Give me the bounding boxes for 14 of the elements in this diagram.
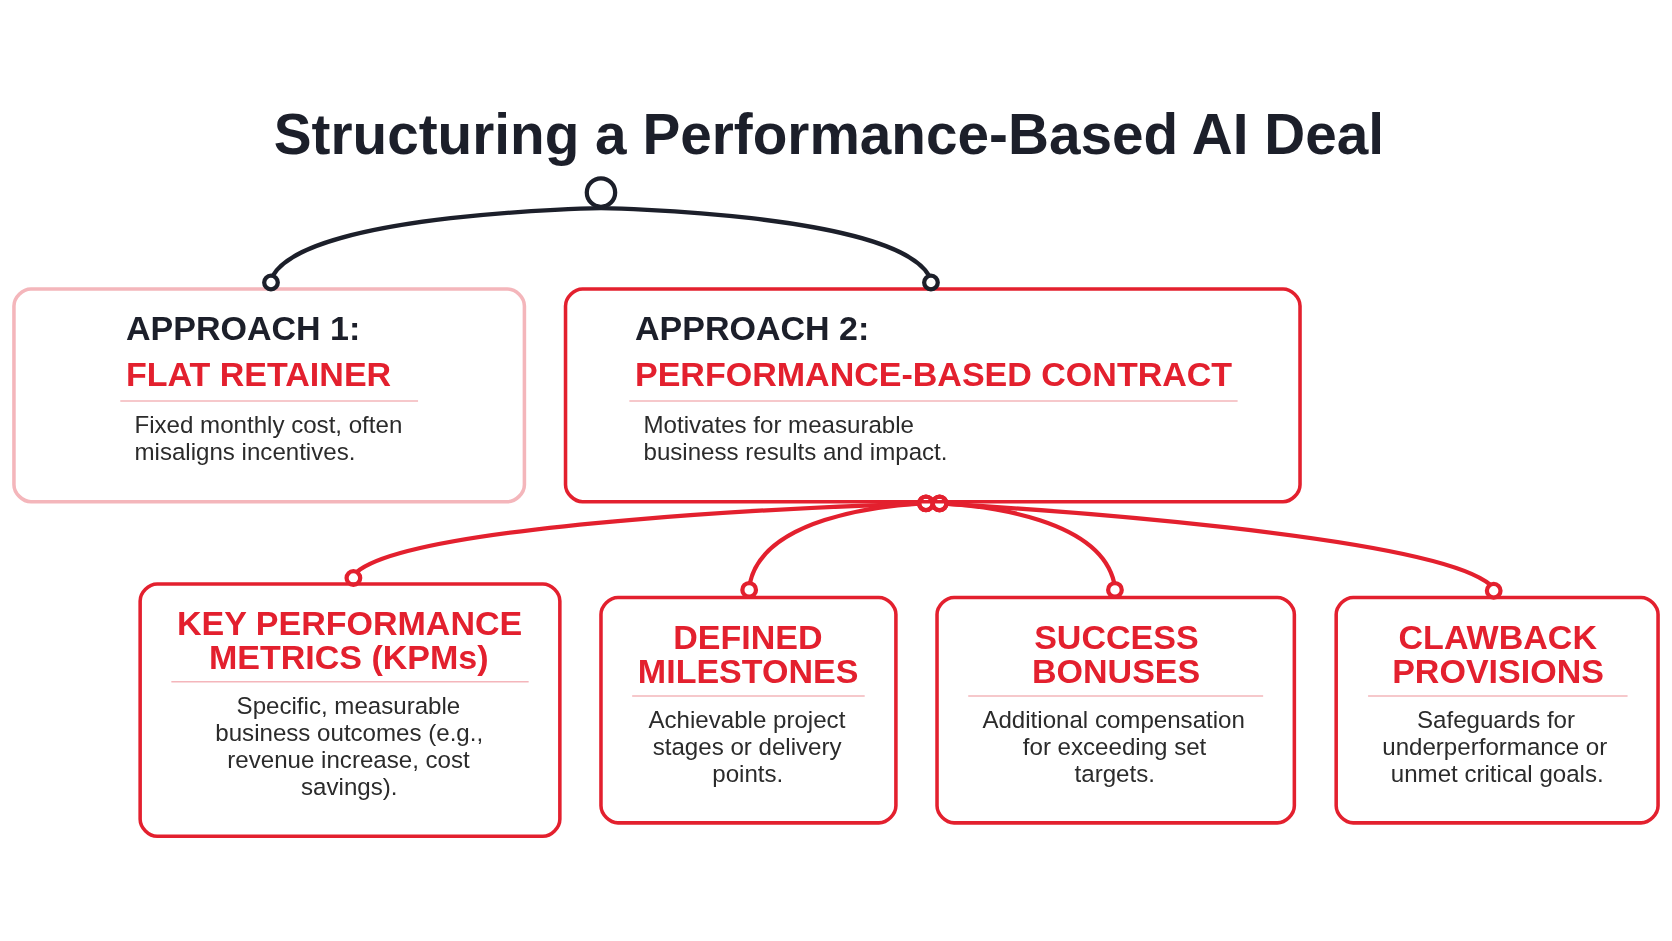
connector xyxy=(262,206,602,292)
connector xyxy=(344,494,935,587)
node-box: KEY PERFORMANCE METRICS (KPMs) Specific, measurable business outcomes (e.g., revenue increase, cost savings). xyxy=(138,582,562,839)
node-box: CLAWBACK PROVISIONS Safeguards for underperformance or unmet critical goals. xyxy=(1334,595,1660,825)
diagram-title: Structuring a Performance-Based AI Deal xyxy=(273,103,1385,167)
connector xyxy=(600,206,940,292)
connector xyxy=(930,494,1503,600)
node-box: APPROACH 2: PERFORMANCE-BASED CONTRACT Motivates for measurable business results and impact. xyxy=(563,287,1302,504)
connector xyxy=(740,494,935,599)
node-box: DEFINED MILESTONES Achievable project stages or delivery points. xyxy=(599,595,898,825)
connector xyxy=(930,494,1124,599)
node-box: SUCCESS BONUSES Additional compensation for exceeding set targets. xyxy=(935,595,1297,825)
node-box: APPROACH 1: FLAT RETAINER Fixed monthly cost, often misaligns incentives. xyxy=(12,287,527,504)
node-circle xyxy=(584,176,618,209)
